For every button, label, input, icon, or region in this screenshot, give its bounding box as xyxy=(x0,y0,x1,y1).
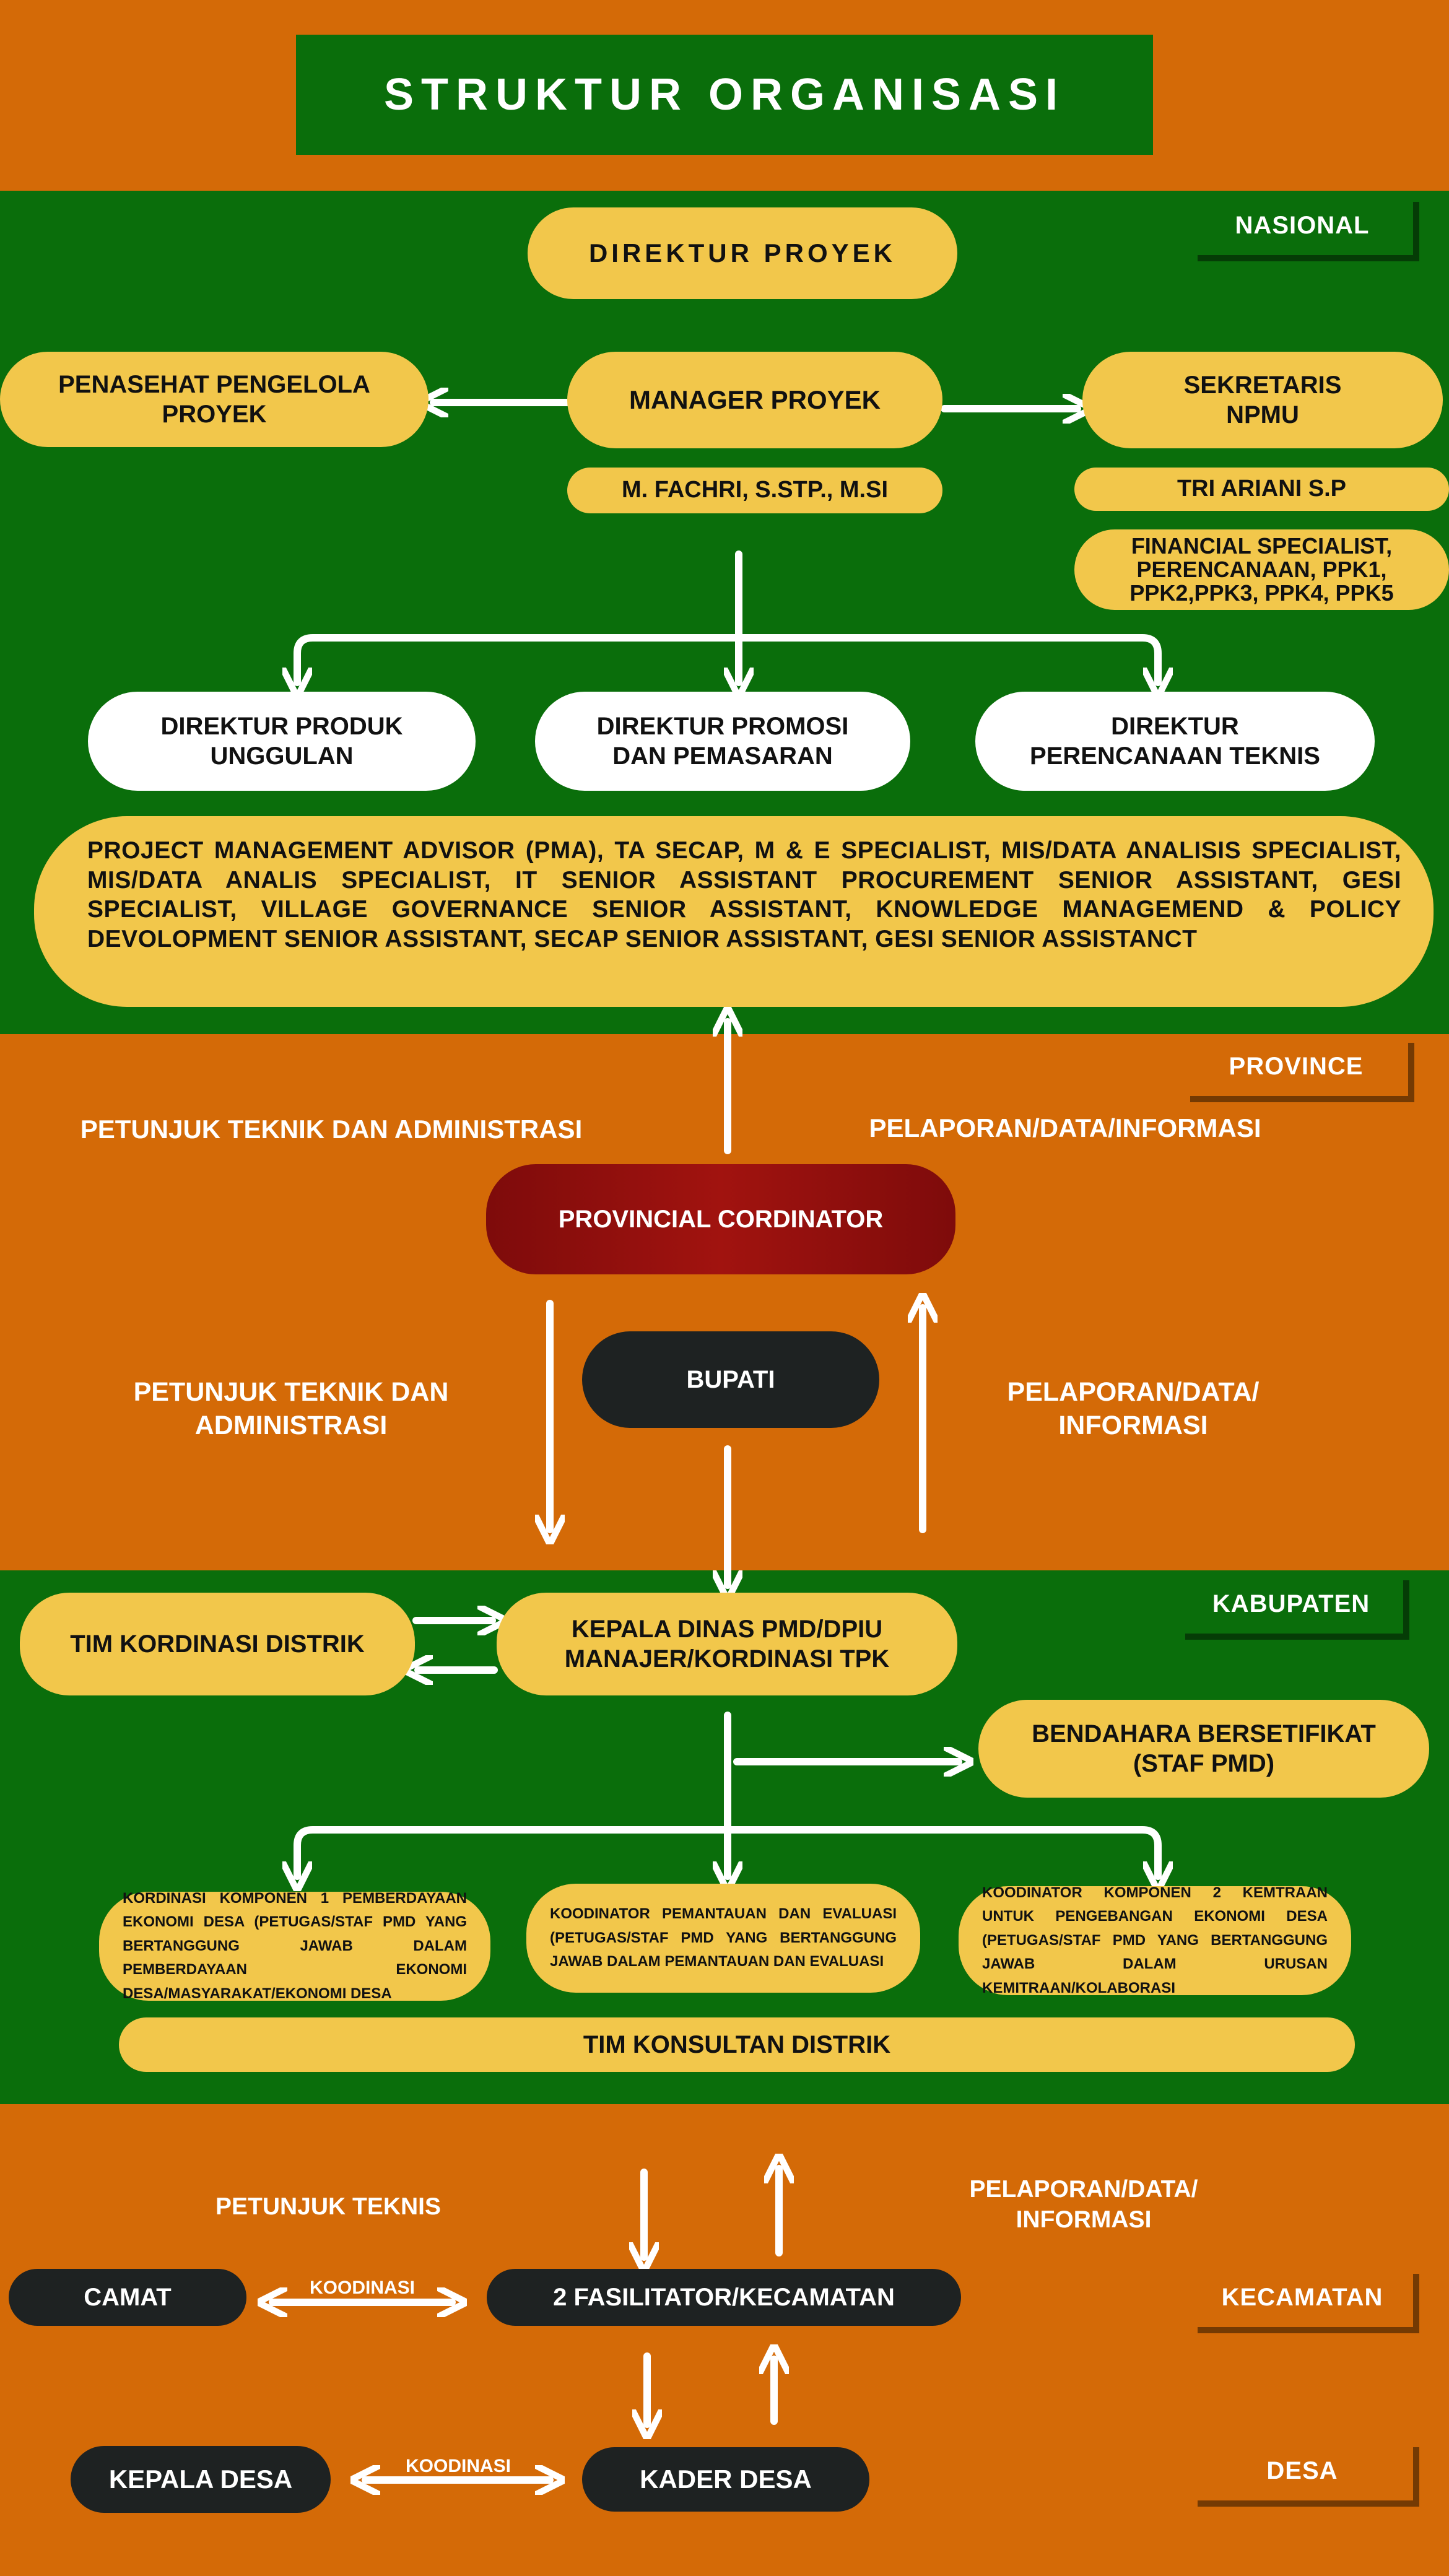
desa-tag: DESA xyxy=(1191,2441,1413,2500)
manager-proyek-text: MANAGER PROYEK xyxy=(629,385,881,414)
sekretaris-name-box: TRI ARIANI S.P xyxy=(1074,468,1449,511)
direktur-produk-text: DIREKTUR PRODUK UNGGULAN xyxy=(160,713,403,770)
nasional-tag: NASIONAL xyxy=(1191,196,1413,255)
arrow-branch-direktur xyxy=(297,634,1158,682)
petunjuk-teknis-label: PETUNJUK TEKNIS xyxy=(215,2193,442,2220)
sekretaris-name-text: TRI ARIANI S.P xyxy=(1177,476,1347,502)
komponen1-text: KORDINASI KOMPONEN 1 PEMBERDAYAAN EKONOM… xyxy=(123,1890,467,2002)
manager-name-box: M. FACHRI, S.STP., M.SI xyxy=(567,468,942,513)
direktur-proyek-text: DIREKTUR PROYEK xyxy=(588,238,897,268)
bupati-text: BUPATI xyxy=(686,1366,775,1393)
direktur-promosi-text: DIREKTUR PROMOSI DAN PEMASARAN xyxy=(596,713,849,770)
manager-name-text: M. FACHRI, S.STP., M.SI xyxy=(621,477,889,503)
pelaporan-top-label: PELAPORAN/DATA/INFORMASI xyxy=(869,1113,1261,1142)
konsultan-box: TIM KONSULTAN DISTRIK xyxy=(119,2017,1355,2072)
provincial-coordinator-text: PROVINCIAL CORDINATOR xyxy=(558,1206,884,1233)
fasilitator-text: 2 FASILITATOR/KECAMATAN xyxy=(553,2284,895,2311)
fasilitator-box: 2 FASILITATOR/KECAMATAN xyxy=(487,2269,961,2326)
penasehat-box: PENASEHAT PENGELOLA PROYEK xyxy=(0,352,429,447)
pelaporan-bottom-label: PELAPORAN/DATA/ INFORMASI xyxy=(1007,1377,1260,1440)
direktur-perencanaan-text: DIREKTUR PERENCANAAN TEKNIS xyxy=(1030,713,1320,770)
kepala-desa-text: KEPALA DESA xyxy=(108,2464,293,2494)
konsultan-text: TIM KONSULTAN DISTRIK xyxy=(583,2031,891,2058)
penasehat-text: PENASEHAT PENGELOLA PROYEK xyxy=(58,371,370,428)
kecamatan-tag: KECAMATAN xyxy=(1191,2268,1413,2327)
kader-desa-text: KADER DESA xyxy=(640,2464,812,2494)
kabupaten-tag: KABUPATEN xyxy=(1179,1574,1403,1634)
tim-kordinasi-text: TIM KORDINASI DISTRIK xyxy=(70,1630,365,1658)
komponen1-box: KORDINASI KOMPONEN 1 PEMBERDAYAAN EKONOM… xyxy=(99,1890,490,2002)
bendahara-box: BENDAHARA BERSETIFIKAT (STAF PMD) xyxy=(978,1700,1429,1798)
direktur-perencanaan-box: DIREKTUR PERENCANAAN TEKNIS xyxy=(975,692,1375,791)
specialists-box: PROJECT MANAGEMENT ADVISOR (PMA), TA SEC… xyxy=(34,816,1434,1007)
desa-tag-text: DESA xyxy=(1266,2456,1338,2484)
direktur-promosi-box: DIREKTUR PROMOSI DAN PEMASARAN xyxy=(535,692,910,791)
petunjuk-top-label: PETUNJUK TEKNIK DAN ADMINISTRASI xyxy=(80,1115,583,1144)
kabupaten-tag-text: KABUPATEN xyxy=(1212,1590,1370,1617)
koodinasi-kecamatan-label: KOODINASI xyxy=(309,2278,415,2298)
kepala-dinas-text: KEPALA DINAS PMD/DPIU MANAJER/KORDINASI … xyxy=(564,1616,890,1673)
nasional-tag-text: NASIONAL xyxy=(1235,211,1370,239)
province-tag: PROVINCE xyxy=(1184,1037,1408,1096)
sekretaris-box: SEKRETARIS NPMU xyxy=(1082,352,1443,448)
kepala-desa-box: KEPALA DESA xyxy=(71,2446,331,2513)
specialists-text: PROJECT MANAGEMENT ADVISOR (PMA), TA SEC… xyxy=(87,837,1401,952)
province-tag-text: PROVINCE xyxy=(1229,1052,1364,1080)
komponen2-text: KOODINATOR KOMPONEN 2 KEMTRAAN UNTUK PEN… xyxy=(982,1884,1328,1996)
sekretaris-text: SEKRETARIS NPMU xyxy=(1183,372,1342,429)
tim-kordinasi-box: TIM KORDINASI DISTRIK xyxy=(20,1593,415,1695)
manager-proyek-box: MANAGER PROYEK xyxy=(567,352,942,448)
kader-desa-box: KADER DESA xyxy=(582,2447,869,2512)
bendahara-text: BENDAHARA BERSETIFIKAT (STAF PMD) xyxy=(1032,1720,1376,1777)
kecamatan-tag-text: KECAMATAN xyxy=(1221,2283,1383,2311)
financial-text: FINANCIAL SPECIALIST, PERENCANAAN, PPK1,… xyxy=(1129,533,1394,606)
komponen2-box: KOODINATOR KOMPONEN 2 KEMTRAAN UNTUK PEN… xyxy=(959,1884,1351,1996)
arrow-branch-koordinator xyxy=(297,1826,1158,1876)
camat-box: CAMAT xyxy=(9,2269,246,2326)
page-title-text: STRUKTUR ORGANISASI xyxy=(383,69,1065,120)
kepala-dinas-box: KEPALA DINAS PMD/DPIU MANAJER/KORDINASI … xyxy=(497,1593,957,1695)
financial-box: FINANCIAL SPECIALIST, PERENCANAAN, PPK1,… xyxy=(1074,529,1449,610)
provincial-coordinator-box: PROVINCIAL CORDINATOR xyxy=(486,1164,955,1274)
pelaporan-kecamatan-label: PELAPORAN/DATA/ INFORMASI xyxy=(969,2176,1198,2233)
pemantauan-text: KOODINATOR PEMANTAUAN DAN EVALUASI (PETU… xyxy=(550,1905,897,1970)
camat-text: CAMAT xyxy=(84,2284,172,2311)
pemantauan-box: KOODINATOR PEMANTAUAN DAN EVALUASI (PETU… xyxy=(526,1884,920,1993)
koodinasi-desa-label: KOODINASI xyxy=(405,2456,511,2476)
petunjuk-bottom-label: PETUNJUK TEKNIK DAN ADMINISTRASI xyxy=(133,1377,449,1440)
direktur-produk-box: DIREKTUR PRODUK UNGGULAN xyxy=(88,692,476,791)
bupati-box: BUPATI xyxy=(582,1331,879,1428)
direktur-proyek-box: DIREKTUR PROYEK xyxy=(528,207,957,299)
page-title: STRUKTUR ORGANISASI xyxy=(296,35,1153,155)
